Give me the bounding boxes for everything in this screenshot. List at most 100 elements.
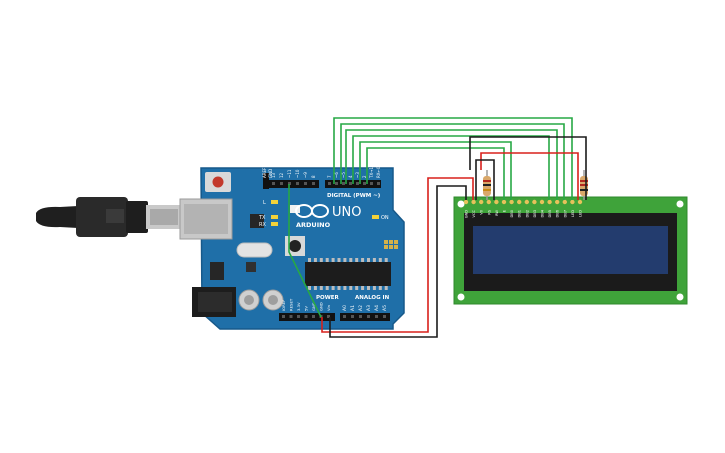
lcd-pin[interactable]: [463, 199, 469, 205]
chip-pin: [355, 258, 359, 262]
chip-pin: [319, 286, 323, 290]
lcd-pin[interactable]: [532, 199, 537, 205]
power-pin-label: GND: [311, 302, 316, 311]
digital-pin-label: ~11: [287, 169, 292, 178]
usb-symbol-icon: [106, 209, 124, 223]
lcd-pin-label: VCC: [472, 210, 476, 218]
icsp-pin: [394, 245, 398, 249]
lcd-pin[interactable]: [524, 199, 529, 205]
analog-pin-label: A4: [374, 305, 380, 311]
header-hole: [297, 315, 300, 318]
digital-pin-label: 8: [311, 175, 316, 178]
usb-plug-grip: [126, 201, 148, 233]
power-pin-label: RESET: [289, 298, 294, 311]
header-hole: [359, 315, 362, 318]
power-pin-label: GND: [319, 302, 324, 311]
lcd-pin[interactable]: [555, 199, 560, 205]
lcd-pin-label: DB0: [510, 209, 514, 217]
lcd-pin[interactable]: [517, 199, 522, 205]
icsp-header: [384, 240, 398, 249]
wire-vcc-led[interactable]: [480, 152, 579, 200]
header-hole: [370, 182, 373, 185]
digital-pin-label: 13: [271, 172, 276, 178]
wire-d5-db4[interactable]: [345, 129, 558, 200]
usb-plug-body: [76, 197, 128, 237]
lcd-pin[interactable]: [509, 199, 514, 205]
power-pin-label: Vin: [326, 304, 331, 311]
digital-header-left[interactable]: [269, 180, 319, 188]
chip-pin: [325, 286, 329, 290]
lcd-pin[interactable]: [471, 199, 476, 205]
mount-hole-br: [676, 293, 684, 301]
analog-header[interactable]: [340, 313, 390, 321]
lcd-pin[interactable]: [562, 199, 567, 205]
lcd-pin[interactable]: [501, 199, 507, 205]
icsp-pin: [384, 240, 388, 244]
lcd-pin-label: RW: [495, 210, 499, 216]
wire-5v-vcc[interactable]: [321, 177, 474, 333]
icsp-pin: [394, 240, 398, 244]
chip-pin: [361, 286, 365, 290]
lcd-pin-label: V0: [480, 209, 484, 214]
header-hole: [304, 315, 308, 318]
chip-pin: [355, 286, 359, 290]
header-hole: [367, 315, 370, 318]
wire-d12-rs[interactable]: [333, 117, 573, 200]
wire-d4-db5[interactable]: [352, 135, 550, 200]
chip-pin: [331, 286, 335, 290]
lcd-pin[interactable]: [547, 199, 552, 205]
chip-pin: [308, 258, 311, 262]
chip-pin: [384, 258, 388, 262]
wire-rw-gnd[interactable]: [475, 159, 495, 200]
chip-pin: [378, 286, 382, 290]
wire-d11-e[interactable]: [340, 123, 565, 200]
led-on: [372, 215, 379, 219]
lcd-pin[interactable]: [494, 199, 499, 205]
digital-pin-label: ~10: [295, 169, 300, 178]
brand-label: ARDUINO: [296, 221, 331, 229]
reset-button-cap: [212, 176, 224, 188]
chip-pin: [337, 258, 341, 262]
chip-pin: [313, 286, 317, 290]
header-hole: [312, 182, 315, 185]
lcd-pin-label: DB5: [548, 210, 552, 218]
model-label: UNO: [332, 205, 361, 220]
wire-gnd-jumper[interactable]: [288, 184, 322, 318]
led-l: [271, 200, 278, 204]
lcd-pin-label: RS: [487, 209, 491, 214]
wire-d2-db7[interactable]: [366, 147, 505, 200]
analog-pin-label: A1: [350, 305, 356, 311]
resistor-contrast[interactable]: [483, 170, 491, 200]
digital-pin-label: ~6: [334, 172, 339, 178]
lcd-pin[interactable]: [479, 199, 484, 205]
chip-pin: [308, 286, 311, 290]
lcd-pin[interactable]: [486, 199, 491, 205]
chip-pin: [378, 258, 382, 262]
header-hole: [335, 182, 338, 185]
lcd-pin[interactable]: [577, 199, 583, 205]
mount-hole-tr: [676, 200, 684, 208]
lcd-pin-label: DB4: [541, 209, 545, 217]
lcd-pin[interactable]: [539, 199, 545, 205]
pin-label-gnd: GND: [268, 169, 273, 178]
lcd-pin-label: E: [503, 209, 507, 212]
wire-d3-db6[interactable]: [359, 141, 512, 200]
digital-pin-label: 4: [348, 175, 353, 178]
wire-gnd-led[interactable]: [469, 136, 587, 200]
led-tx: [271, 215, 278, 219]
digital-pin-label: 2: [362, 175, 367, 178]
chip-pin: [343, 258, 347, 262]
wire-gnd-lcd[interactable]: [329, 185, 467, 338]
usb-cable[interactable]: [36, 197, 182, 237]
chip-pin: [372, 258, 376, 262]
lcd-pin-label: DB1: [518, 210, 522, 218]
atmega-chip: [305, 262, 391, 286]
lcd-pin[interactable]: [570, 199, 575, 205]
chip-pin: [337, 286, 341, 290]
analog-pin-label: A0: [342, 305, 348, 311]
chip-pin: [384, 286, 388, 290]
analog-header-title: ANALOG IN: [355, 295, 390, 301]
